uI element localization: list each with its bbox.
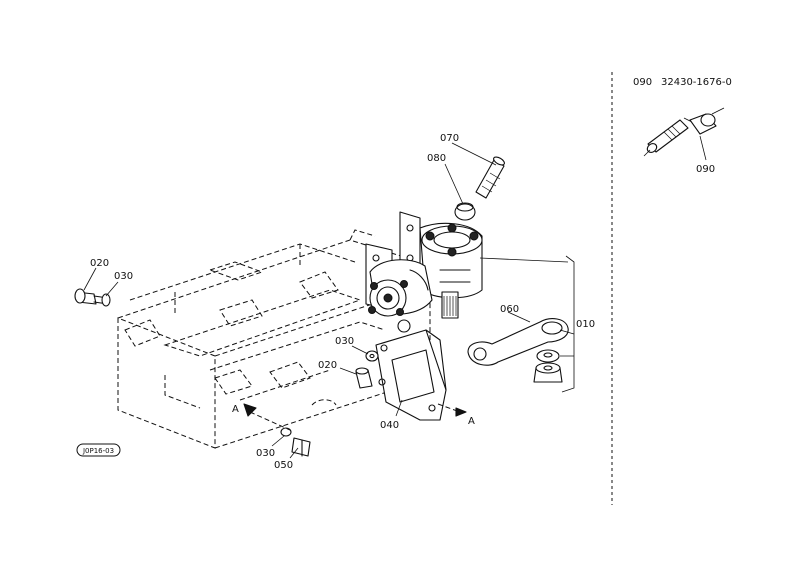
callout-030-mid: 030 [335, 336, 354, 347]
callout-030-left: 030 [114, 271, 133, 282]
callout-020-mid: 020 [318, 360, 337, 371]
reference-code: J0P16-03 [82, 447, 114, 455]
reference-code-box: J0P16-03 [76, 443, 121, 457]
input-shaft-070 [475, 156, 505, 199]
detail-panel: 090 32430-1676-0 090 [633, 77, 732, 175]
detail-part-no: 090 [633, 77, 652, 88]
washer-030-left [101, 293, 111, 307]
section-arrow-right [437, 403, 467, 417]
leader-lines [83, 142, 575, 459]
bolt-020-mid [355, 367, 373, 389]
pitman-arm-060 [467, 318, 569, 366]
section-marker-left: A [232, 404, 239, 415]
callout-020-left: 020 [90, 258, 109, 269]
callout-040: 040 [380, 420, 399, 431]
washer-nut-set [533, 349, 563, 383]
detail-part-number: 32430-1676-0 [661, 77, 732, 88]
callout-030-bottom: 030 [256, 448, 275, 459]
bolt-020-left [74, 288, 109, 305]
callout-010: 010 [576, 319, 595, 330]
detail-bushing-090 [689, 107, 725, 135]
detail-callout-090: 090 [696, 164, 715, 175]
section-arrow-left [243, 403, 291, 431]
bushing-080 [454, 202, 476, 221]
callout-060: 060 [500, 304, 519, 315]
bolt-050-bottom [291, 437, 311, 457]
callout-070: 070 [440, 133, 459, 144]
washer-030-bottom [280, 427, 292, 437]
detail-shaft-090 [643, 117, 697, 157]
bracket-040 [375, 329, 447, 421]
steering-gearbox [365, 211, 483, 333]
washer-030-mid [365, 350, 379, 362]
callout-050: 050 [274, 460, 293, 471]
callout-080: 080 [427, 153, 446, 164]
section-marker-right: A [468, 416, 475, 427]
